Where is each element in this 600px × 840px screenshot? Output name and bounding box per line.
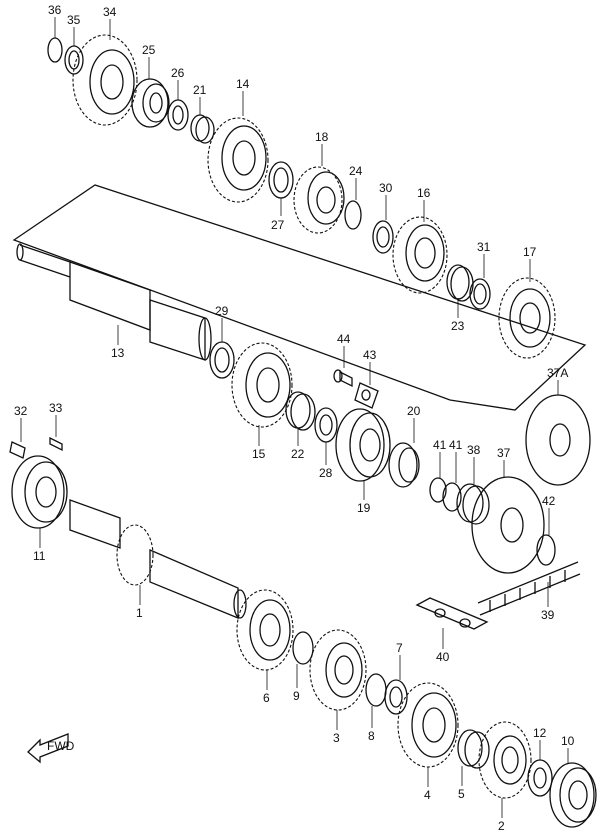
- part-14-gear: [207, 117, 269, 203]
- part-29-washer: [209, 341, 235, 379]
- callout-16: 16: [417, 186, 431, 200]
- callout-29: 29: [215, 304, 229, 318]
- part-16-gear: [392, 216, 448, 294]
- callout-27: 27: [271, 218, 285, 232]
- part-9-circlip: [292, 631, 314, 665]
- part-13-countershaft: [16, 243, 212, 361]
- callout-37A: 37A: [547, 366, 568, 380]
- part-26-washer: [167, 99, 189, 131]
- part-42-circlip: [536, 534, 556, 566]
- part-6-gear: [236, 589, 294, 671]
- part-2-gear: [478, 721, 532, 799]
- callout-36: 36: [48, 3, 62, 17]
- part-27-washer: [268, 161, 294, 199]
- callout-10: 10: [561, 734, 575, 748]
- countershaft-group-outline: [12, 184, 587, 411]
- callout-6: 6: [263, 691, 270, 705]
- part-7-washer: [384, 679, 408, 715]
- part-41-o-ring-a: [429, 477, 447, 503]
- part-19-bearing: [335, 408, 391, 482]
- fwd-arrow-icon: FWD: [27, 733, 75, 764]
- callout-39: 39: [541, 608, 555, 622]
- part-20-oil-seal: [388, 442, 420, 488]
- callout-44: 44: [337, 332, 351, 346]
- callout-34: 34: [103, 5, 117, 19]
- callout-4: 4: [424, 788, 431, 802]
- callout-40: 40: [436, 650, 450, 664]
- callout-9: 9: [293, 689, 300, 703]
- part-30-washer: [372, 220, 394, 254]
- callout-labels: 36 35 34 25 26 21 14 18 24 27 30 16 31 1…: [14, 3, 575, 833]
- callout-38: 38: [467, 443, 481, 457]
- callout-31: 31: [477, 240, 491, 254]
- callout-3: 3: [333, 731, 340, 745]
- part-28-washer: [314, 407, 338, 443]
- callout-35: 35: [67, 13, 81, 27]
- part-10-bearing: [549, 762, 597, 828]
- callout-1: 1: [136, 606, 143, 620]
- part-18-gear: [293, 166, 345, 234]
- part-37-sprocket: [471, 476, 545, 574]
- part-36-circlip: [47, 37, 63, 63]
- part-4-gear: [397, 682, 459, 768]
- callout-17: 17: [523, 245, 537, 259]
- part-17-gear: [498, 277, 556, 359]
- part-39-drive-chain: [477, 561, 581, 616]
- callout-13: 13: [111, 346, 125, 360]
- callout-23: 23: [451, 319, 465, 333]
- part-24-circlip: [344, 200, 362, 230]
- callout-26: 26: [171, 66, 185, 80]
- callout-24: 24: [349, 164, 363, 178]
- part-12-washer: [527, 759, 553, 797]
- callout-19: 19: [357, 501, 371, 515]
- callout-21: 21: [193, 83, 207, 97]
- callout-25: 25: [142, 43, 156, 57]
- callout-30: 30: [379, 181, 393, 195]
- callout-5: 5: [458, 787, 465, 801]
- part-3-gear: [309, 629, 367, 711]
- callout-15: 15: [252, 447, 266, 461]
- part-32-lock-plate: [9, 441, 26, 459]
- part-21-bushing: [190, 114, 215, 144]
- part-11-bearing: [11, 455, 68, 529]
- callout-18: 18: [315, 130, 329, 144]
- part-31-washer: [469, 278, 491, 310]
- part-33-bolt: [49, 436, 63, 452]
- callout-7: 7: [396, 641, 403, 655]
- callout-41b: 41: [449, 438, 463, 452]
- callout-20: 20: [407, 404, 421, 418]
- part-43-lock-plate: [354, 382, 379, 409]
- callout-11: 11: [33, 549, 46, 563]
- part-1-main-shaft: [69, 499, 247, 619]
- callout-33: 33: [49, 401, 63, 415]
- part-44-bolt: [333, 369, 353, 388]
- callout-8: 8: [368, 729, 375, 743]
- callout-12: 12: [533, 726, 547, 740]
- fwd-label: FWD: [47, 739, 75, 753]
- callout-32: 32: [14, 404, 28, 418]
- part-5-bushing: [457, 729, 490, 769]
- part-41-o-ring-b: [442, 482, 462, 512]
- part-38-spacer: [456, 483, 490, 525]
- callout-28: 28: [319, 466, 333, 480]
- part-25-bearing: [131, 78, 170, 128]
- part-34-gear: [72, 34, 138, 126]
- callout-37: 37: [497, 446, 511, 460]
- callout-14: 14: [236, 77, 250, 91]
- callout-2: 2: [498, 819, 505, 833]
- part-40-chain-joint: [415, 597, 489, 630]
- callout-41a: 41: [433, 438, 447, 452]
- callout-42: 42: [542, 494, 556, 508]
- part-23-bushing: [446, 264, 474, 302]
- part-8-circlip: [365, 673, 387, 707]
- callout-22: 22: [291, 447, 305, 461]
- part-15-gear: [231, 342, 293, 428]
- part-37A-sprocket: [525, 394, 591, 486]
- callout-43: 43: [363, 348, 377, 362]
